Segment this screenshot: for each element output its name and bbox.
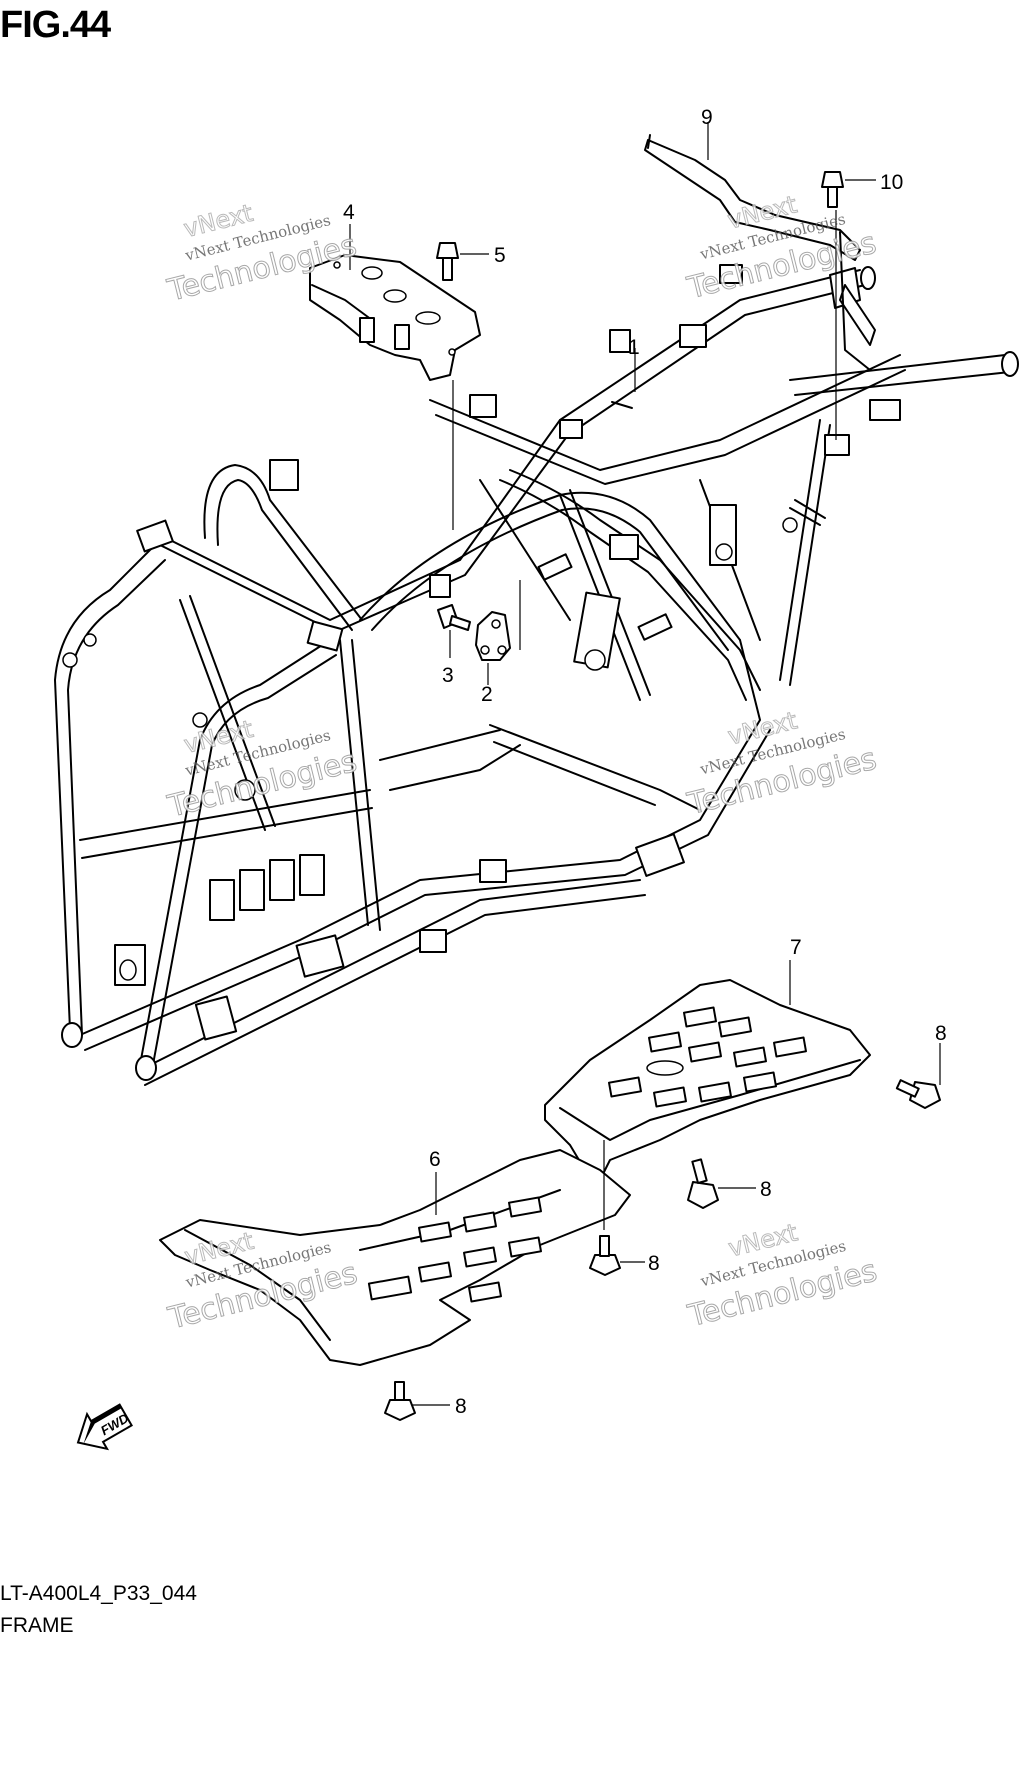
part-10-bolt bbox=[821, 171, 844, 208]
part-2-plate bbox=[475, 611, 511, 661]
part-3-bolt bbox=[437, 604, 471, 631]
callout-6: 6 bbox=[429, 1148, 441, 1171]
leader-lines bbox=[349, 122, 941, 1406]
callout-10: 10 bbox=[880, 171, 903, 194]
diagram-code: LT-A400L4_P33_044 bbox=[0, 1582, 197, 1605]
part-7-pads bbox=[608, 1006, 807, 1108]
forward-arrow-icon: FWD bbox=[76, 1403, 133, 1451]
callout-1: 1 bbox=[628, 336, 640, 359]
watermark-low-right: vNext vNext Technologies Technologies bbox=[684, 1218, 881, 1335]
bolt-8-d bbox=[384, 1381, 416, 1421]
part-9-stay bbox=[644, 134, 871, 371]
callout-8-d: 8 bbox=[455, 1395, 467, 1418]
bolt-8-b bbox=[687, 1158, 719, 1209]
callout-2: 2 bbox=[481, 683, 493, 706]
callout-8-b: 8 bbox=[760, 1178, 772, 1201]
callout-9: 9 bbox=[701, 106, 713, 129]
watermark-mid-right: vNext vNext Technologies Technologies bbox=[683, 706, 880, 823]
callout-8-a: 8 bbox=[935, 1022, 947, 1045]
part-6-pads bbox=[367, 1196, 542, 1303]
part-6-skid-plate bbox=[159, 1149, 631, 1366]
callout-labels: 1 2 3 4 5 6 7 8 8 8 8 9 10 bbox=[343, 106, 947, 1418]
figure-title: FIG.44 bbox=[0, 4, 111, 46]
diagram-name: FRAME bbox=[0, 1614, 74, 1637]
main-frame bbox=[54, 264, 1019, 1086]
part-5-bolt bbox=[436, 242, 459, 281]
callout-5: 5 bbox=[494, 244, 506, 267]
callout-4: 4 bbox=[343, 201, 355, 224]
bolt-8-a bbox=[895, 1079, 941, 1109]
callout-7: 7 bbox=[790, 936, 802, 959]
callout-3: 3 bbox=[442, 664, 454, 687]
bolt-8-c bbox=[589, 1235, 621, 1276]
part-4-bracket bbox=[309, 254, 481, 381]
part-8-bolts bbox=[384, 1079, 941, 1421]
part-7-skid-plate bbox=[544, 979, 871, 1181]
callout-8-c: 8 bbox=[648, 1252, 660, 1275]
